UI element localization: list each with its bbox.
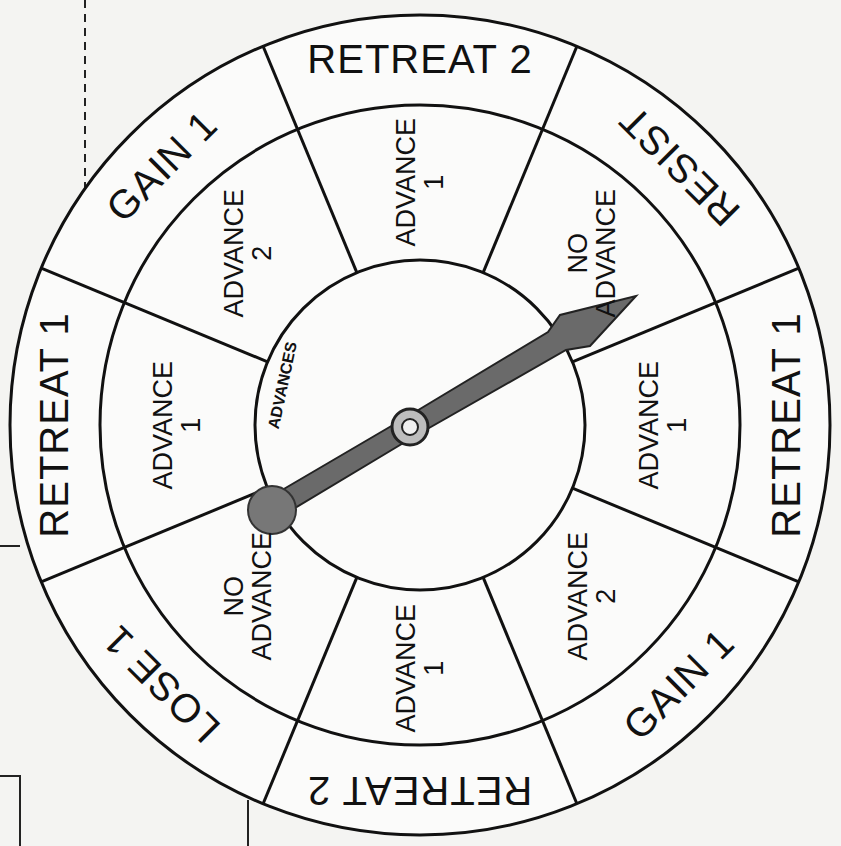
outcome-text: RETREAT 1 (765, 312, 807, 537)
spoke (41, 488, 267, 582)
advance-text: ADVANCE 1 (392, 118, 449, 247)
outcome-text: RETREAT 2 (307, 38, 532, 80)
board-box (0, 776, 20, 846)
pointer-arm (265, 296, 636, 520)
outcome-text: RETREAT 2 (307, 770, 532, 812)
advance-text: ADVANCE 2 (563, 533, 620, 662)
middle-ring (100, 105, 740, 745)
board-edge (0, 545, 20, 547)
board-edge (247, 800, 249, 846)
advance-text: ADVANCE 1 (392, 604, 449, 733)
hub-ring (255, 260, 585, 590)
advance-text: ADVANCE 2 (220, 189, 277, 318)
cut-line (84, 0, 86, 195)
advance-text: ADVANCE 1 (149, 361, 206, 490)
outcome-text: RETREAT 1 (33, 312, 75, 537)
advance-text: NO ADVANCE (220, 533, 277, 662)
advance-text: ADVANCE 1 (635, 361, 692, 490)
outer-ring (10, 15, 830, 835)
advance-text: NO ADVANCE (563, 189, 620, 318)
spoke (483, 46, 577, 272)
pivot (392, 409, 428, 445)
spokes (41, 46, 799, 804)
pointer (248, 296, 636, 534)
spoke (263, 46, 357, 272)
pivot-hole (402, 419, 418, 435)
pointer-knob (248, 486, 296, 534)
